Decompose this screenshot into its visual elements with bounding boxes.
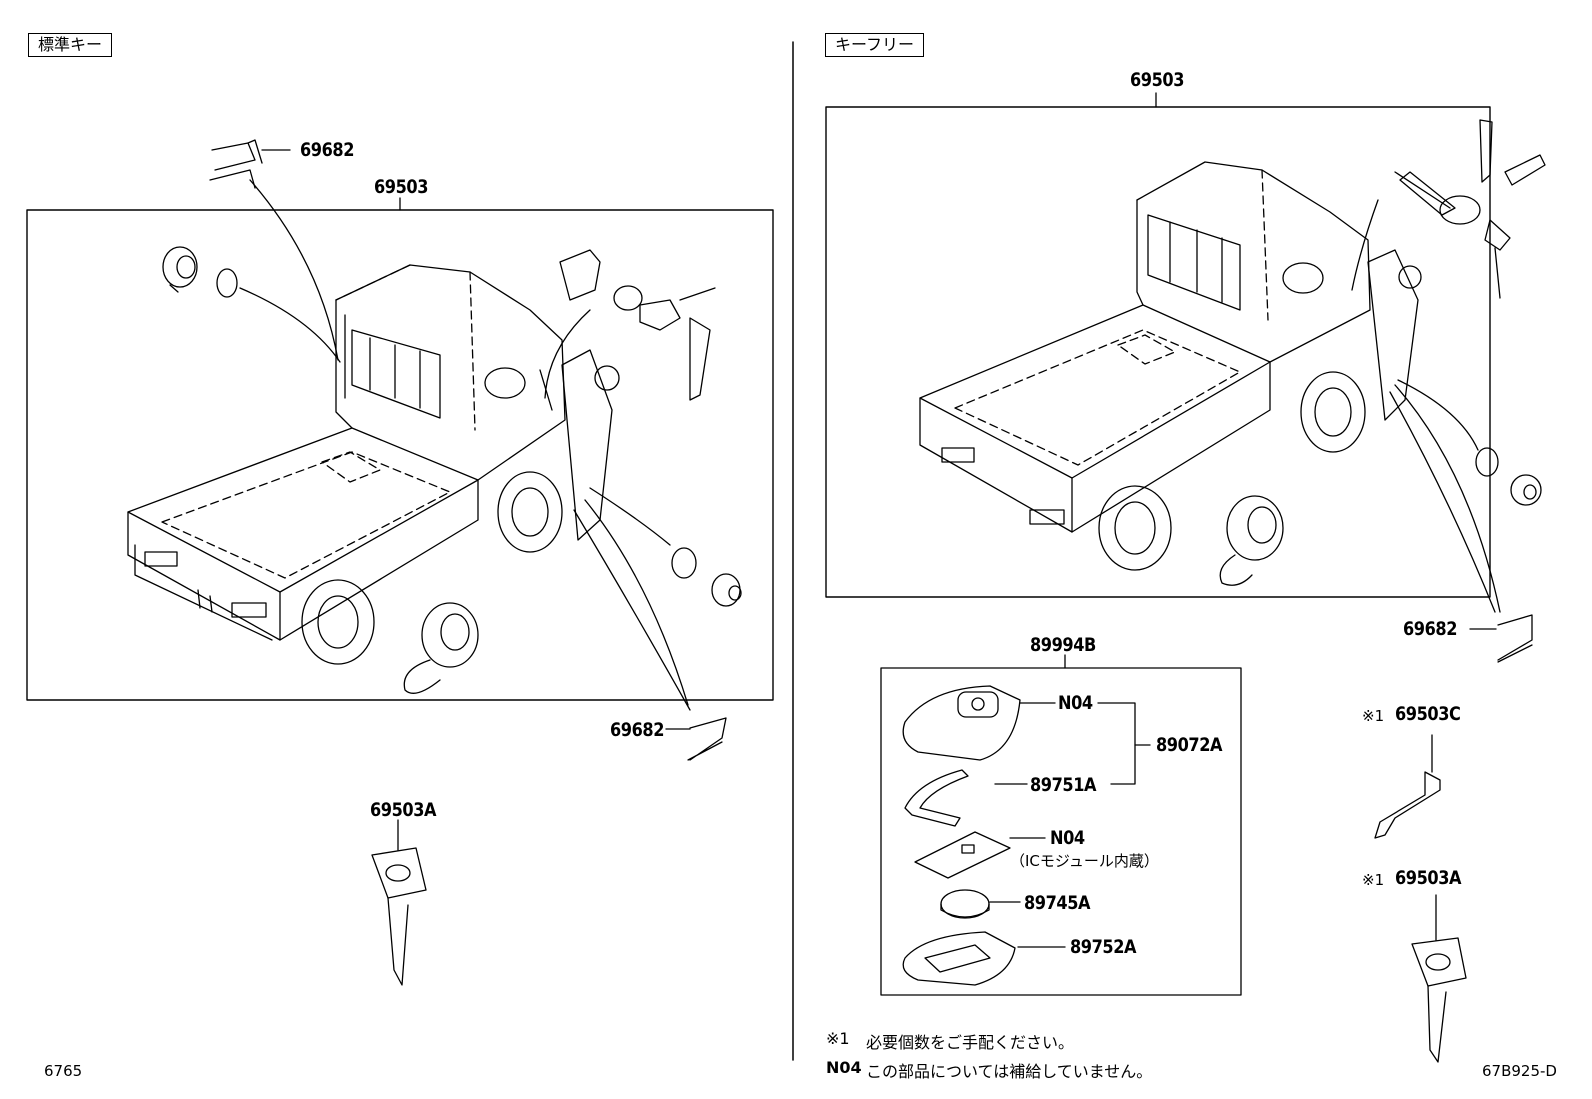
standard-key-section-tag: 標準キー <box>28 33 113 57</box>
door-cylinder-illustration <box>162 246 238 298</box>
remote-module-illustration <box>914 831 1011 879</box>
remote-seal-illustration <box>904 769 969 827</box>
key-set-illustration <box>1394 119 1546 299</box>
part-label-69682-bottom[interactable]: 69682 <box>610 719 665 741</box>
part-label-N04-module[interactable]: N04 <box>1050 827 1085 849</box>
truck-illustration-right <box>919 161 1422 571</box>
clip-69682-right-illustration <box>1497 614 1533 663</box>
note-2-mark: N04 <box>826 1058 862 1077</box>
assembly-box-right <box>825 106 1491 598</box>
key-69503C-illustration <box>1374 734 1441 839</box>
fuel-cap-illustration <box>403 602 479 694</box>
part-label-89752A[interactable]: 89752A <box>1070 936 1137 958</box>
footer-code-right: 67B925-D <box>1482 1062 1557 1080</box>
part-label-89072A[interactable]: 89072A <box>1156 734 1223 756</box>
note-mark-69503A: ※1 <box>1362 871 1385 889</box>
part-label-69682-right[interactable]: 69682 <box>1403 618 1458 640</box>
part-label-69682-top[interactable]: 69682 <box>300 139 355 161</box>
part-label-69503-left[interactable]: 69503 <box>374 176 429 198</box>
part-label-69503A-left[interactable]: 69503A <box>370 799 437 821</box>
remote-bottom-case-illustration <box>902 931 1016 986</box>
note-mark-69503C: ※1 <box>1362 707 1385 725</box>
part-label-69503-right[interactable]: 69503 <box>1130 69 1185 91</box>
fuel-cap-right-illustration <box>1219 495 1284 586</box>
footer-code-left: 6765 <box>44 1062 83 1080</box>
note-2-text: この部品については補給していません。 <box>866 1062 1153 1081</box>
note-1-mark: ※1 <box>826 1029 850 1048</box>
note-1-text: 必要個数をご手配ください。 <box>866 1033 1075 1052</box>
part-label-69503C[interactable]: 69503C <box>1395 703 1461 725</box>
remote-assembly-box <box>880 667 1242 996</box>
assembly-box-left <box>26 209 774 701</box>
key-69503A-illustration <box>371 847 427 986</box>
battery-illustration <box>940 889 990 919</box>
door-lock-right-illustration <box>1475 447 1542 506</box>
part-label-N04-case[interactable]: N04 <box>1058 692 1093 714</box>
ignition-cylinder-illustration <box>559 249 716 401</box>
keyfree-section-tag: キーフリー <box>825 33 925 57</box>
remote-top-case-illustration <box>902 685 1021 761</box>
door-lock-illustration <box>671 547 742 607</box>
key-69503A-right-illustration <box>1411 894 1467 1063</box>
clip-69682-top-illustration <box>209 139 263 189</box>
part-label-89751A[interactable]: 89751A <box>1030 774 1097 796</box>
part-label-89745A[interactable]: 89745A <box>1024 892 1091 914</box>
clip-69682-bottom-illustration <box>687 717 727 761</box>
ic-module-note: （ICモジュール内蔵） <box>1010 852 1159 870</box>
part-label-69503A-right[interactable]: 69503A <box>1395 867 1462 889</box>
truck-illustration-left <box>127 264 620 665</box>
part-label-89994B[interactable]: 89994B <box>1030 634 1096 656</box>
